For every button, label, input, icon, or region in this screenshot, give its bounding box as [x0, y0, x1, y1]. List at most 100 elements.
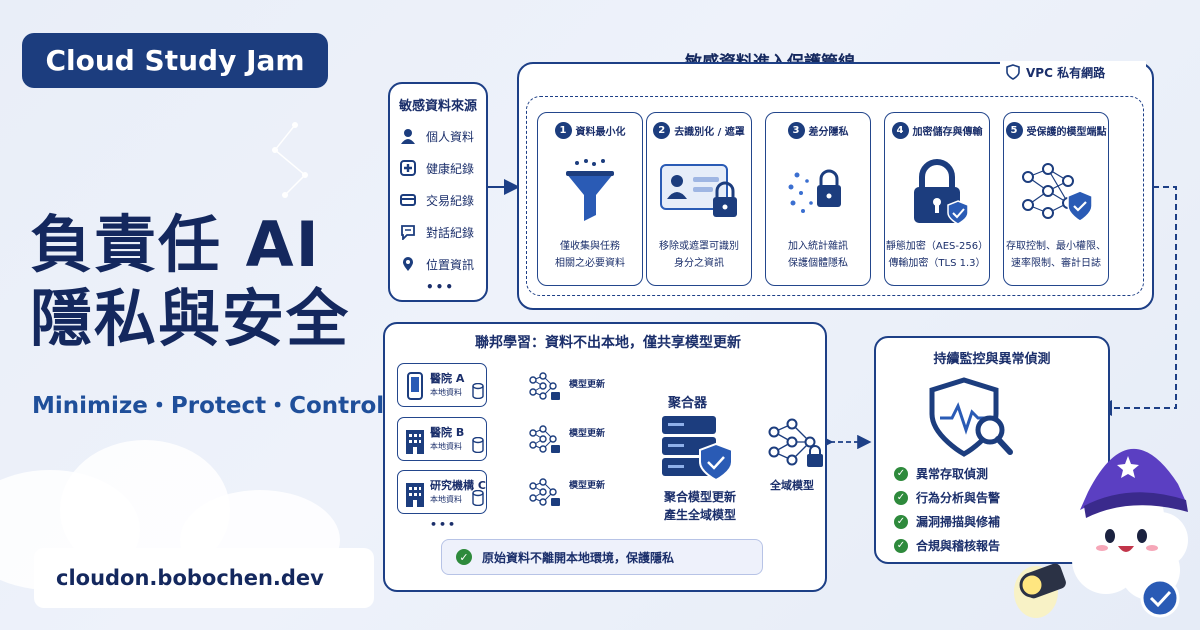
aggregator-title: 聚合器	[668, 396, 708, 411]
step-number: 1	[554, 122, 572, 139]
step-number: 5	[1005, 122, 1023, 139]
background-clouds	[0, 430, 380, 630]
aggregator-desc-line1: 聚合模型更新	[663, 490, 736, 504]
source-item-location: 位置資訊	[400, 248, 474, 280]
monitoring-item-label: 漏洞掃描與修補	[916, 515, 1001, 529]
building-icon	[406, 430, 424, 454]
fl-node-name: 研究機構 C	[430, 479, 486, 492]
step-number: 2	[653, 122, 671, 139]
privacy-note-text: 原始資料不離開本地環境，保護隱私	[482, 550, 675, 565]
source-item-transaction: 交易紀錄	[400, 184, 474, 216]
fl-node-sub: 本地資料	[430, 442, 462, 451]
chat-icon	[401, 225, 415, 240]
source-label: 健康紀錄	[426, 161, 475, 176]
constellation-decoration	[272, 122, 308, 198]
source-item-chat: 對話紀錄	[400, 216, 474, 248]
monitoring-item: ✓合規與稽核報告	[894, 537, 1000, 554]
monitoring-item-label: 異常存取偵測	[916, 467, 989, 481]
sources-more: •••	[426, 280, 456, 294]
masked-id-card-icon	[660, 164, 737, 217]
step-title: 差分隱私	[808, 127, 849, 138]
check-circle-icon: ✓	[894, 490, 908, 505]
medical-cross-icon	[400, 160, 416, 176]
step-desc-line2: 速率限制、審計日誌	[1011, 258, 1101, 269]
step-desc-line1: 移除或遮罩可識別	[659, 241, 739, 252]
shield-heartbeat-search-icon	[929, 377, 1013, 457]
fl-node-research-c: 研究機構 C 本地資料	[397, 470, 487, 514]
step-desc-line1: 僅收集與任務	[560, 241, 620, 252]
shield-icon	[1006, 64, 1020, 80]
tagline: Minimize・Protect・Control	[32, 393, 385, 419]
model-update-label: 模型更新	[569, 481, 606, 491]
federated-title: 聯邦學習：資料不出本地，僅共享模型更新	[475, 335, 741, 351]
sources-list: 個人資料 健康紀錄 交易紀錄 對話紀錄 位置資訊 •••	[400, 120, 474, 294]
monitoring-item: ✓ 行為分析與告警	[894, 489, 1000, 506]
step-desc-line1: 靜態加密（AES-256）	[885, 241, 989, 252]
step-number: 4	[891, 122, 909, 139]
credit-card-icon	[400, 194, 416, 206]
cloud-wizard-mascot	[1014, 448, 1188, 618]
monitoring-item: ✓ 漏洞掃描與修補	[894, 513, 1000, 530]
noise-lock-icon	[788, 169, 841, 213]
fl-node-name: 醫院 B	[430, 426, 465, 439]
fl-node-hospital-a: 醫院 A 本地資料	[397, 363, 487, 407]
person-icon	[401, 129, 415, 144]
model-update-label: 模型更新	[569, 429, 606, 439]
step-desc-line1: 存取控制、最小權限、	[1006, 241, 1106, 252]
step-desc-line2: 相關之必要資料	[555, 258, 625, 269]
step-title: 加密儲存與傳輸	[912, 127, 983, 138]
padlock-shield-icon	[914, 159, 969, 225]
monitoring-item: ✓ 異常存取偵測	[894, 465, 988, 482]
local-model-icon	[529, 478, 560, 506]
step-desc-line2: 保護個體隱私	[788, 258, 848, 269]
local-model-icon	[529, 425, 560, 453]
global-model-label: 全域模型	[770, 479, 814, 492]
smartphone-icon	[407, 372, 423, 400]
vpc-label: VPC 私有網路	[1000, 61, 1146, 83]
aggregator-desc: 聚合模型更新 產生全域模型	[650, 488, 750, 524]
step-title: 去識別化 / 遮罩	[674, 127, 745, 138]
source-item-personal: 個人資料	[400, 120, 474, 152]
sensitive-sources-card: 敏感資料來源 個人資料 健康紀錄 交易紀錄 對話紀錄 位置資訊 •••	[388, 82, 488, 302]
monitoring-title: 持續監控與異常偵測	[933, 352, 1051, 367]
fl-node-sub: 本地資料	[430, 388, 462, 397]
step-number: 3	[787, 122, 805, 139]
source-label: 位置資訊	[426, 257, 475, 272]
check-circle-icon: ✓	[894, 466, 908, 481]
location-pin-icon	[403, 257, 413, 271]
source-label: 個人資料	[426, 129, 475, 144]
hero-title-line1: 負責任 AI	[30, 208, 321, 281]
sources-title: 敏感資料來源	[399, 99, 478, 114]
step-title: 資料最小化	[575, 127, 626, 138]
server-shield-icon	[662, 416, 733, 480]
source-item-health: 健康紀錄	[400, 152, 474, 184]
funnel-icon	[566, 159, 614, 221]
fl-node-sub: 本地資料	[430, 495, 462, 504]
hero-title-line2: 隱私與安全	[30, 282, 351, 355]
step-title: 受保護的模型端點	[1026, 127, 1107, 138]
step-desc-line2: 傳輸加密（TLS 1.3）	[888, 258, 986, 269]
global-model-icon	[768, 418, 823, 467]
database-icon	[472, 490, 484, 506]
site-url[interactable]: cloudon.bobochen.dev	[34, 548, 374, 608]
monitoring-item-label: 合規與稽核報告	[916, 539, 1001, 553]
database-icon	[472, 437, 484, 453]
database-icon	[472, 383, 484, 399]
pipeline-dashed-frame	[526, 96, 1144, 296]
hero-title: 負責任 AI 隱私與安全	[30, 208, 350, 356]
source-label: 交易紀錄	[426, 193, 475, 208]
check-circle-icon: ✓	[894, 514, 908, 529]
vpc-label-text: VPC 私有網路	[1026, 65, 1106, 80]
local-model-icon	[529, 372, 560, 400]
step-desc-line1: 加入統計雜訊	[788, 241, 848, 252]
fl-nodes-more: •••	[430, 518, 458, 531]
fl-node-name: 醫院 A	[430, 372, 465, 385]
model-update-label: 模型更新	[569, 380, 606, 390]
privacy-note: ✓ 原始資料不離開本地環境，保護隱私	[441, 539, 763, 575]
monitoring-item-label: 行為分析與告警	[916, 491, 1001, 505]
